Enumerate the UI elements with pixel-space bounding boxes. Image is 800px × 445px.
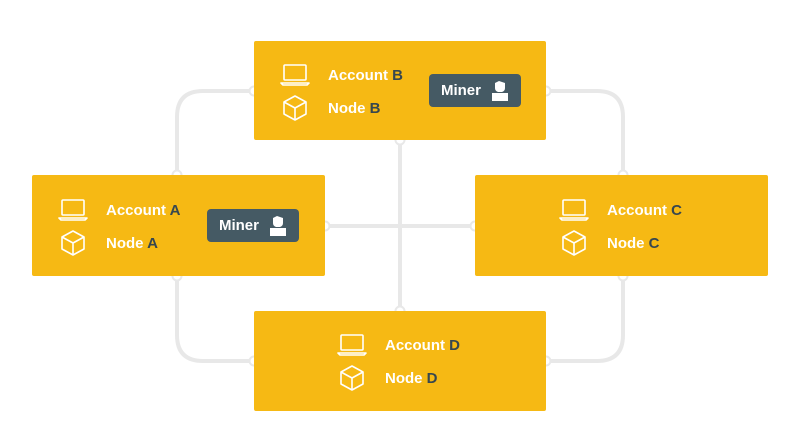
miner-badge[interactable]: Miner — [429, 74, 521, 107]
node-row: Node B — [280, 93, 381, 123]
account-row: Account A — [58, 195, 180, 225]
miner-label: Miner — [218, 217, 259, 234]
node-row: Node D — [337, 363, 438, 393]
laptop-icon — [559, 195, 589, 225]
miner-person-icon — [491, 80, 509, 101]
node-d-box[interactable]: Account D Node D — [254, 311, 546, 411]
link-b-c — [544, 89, 625, 177]
node-row: Node C — [559, 228, 660, 258]
node-b-box[interactable]: Account B Node B Miner — [254, 41, 546, 140]
laptop-icon — [280, 60, 310, 90]
link-a-d — [175, 274, 256, 363]
laptop-icon — [58, 195, 88, 225]
cube-icon — [58, 228, 88, 258]
cube-icon — [337, 363, 367, 393]
miner-person-icon — [269, 215, 287, 236]
cube-icon — [280, 93, 310, 123]
miner-badge[interactable]: Miner — [207, 209, 299, 242]
account-label: Account B — [328, 66, 404, 84]
laptop-icon — [337, 330, 367, 360]
miner-label: Miner — [440, 82, 481, 99]
node-c-box[interactable]: Account C Node C — [475, 175, 768, 276]
link-b-a — [175, 89, 256, 177]
account-label: Account A — [106, 201, 181, 219]
node-label: Node C — [607, 234, 660, 252]
cube-icon — [559, 228, 589, 258]
account-row: Account C — [559, 195, 682, 225]
node-label: Node A — [106, 234, 158, 252]
node-label: Node D — [385, 369, 438, 387]
node-a-box[interactable]: Account A Node A Miner — [32, 175, 325, 276]
node-row: Node A — [58, 228, 158, 258]
account-label: Account C — [607, 201, 683, 219]
account-label: Account D — [385, 336, 461, 354]
link-c-d — [544, 274, 625, 363]
account-row: Account B — [280, 60, 403, 90]
node-label: Node B — [328, 99, 381, 117]
account-row: Account D — [337, 330, 460, 360]
